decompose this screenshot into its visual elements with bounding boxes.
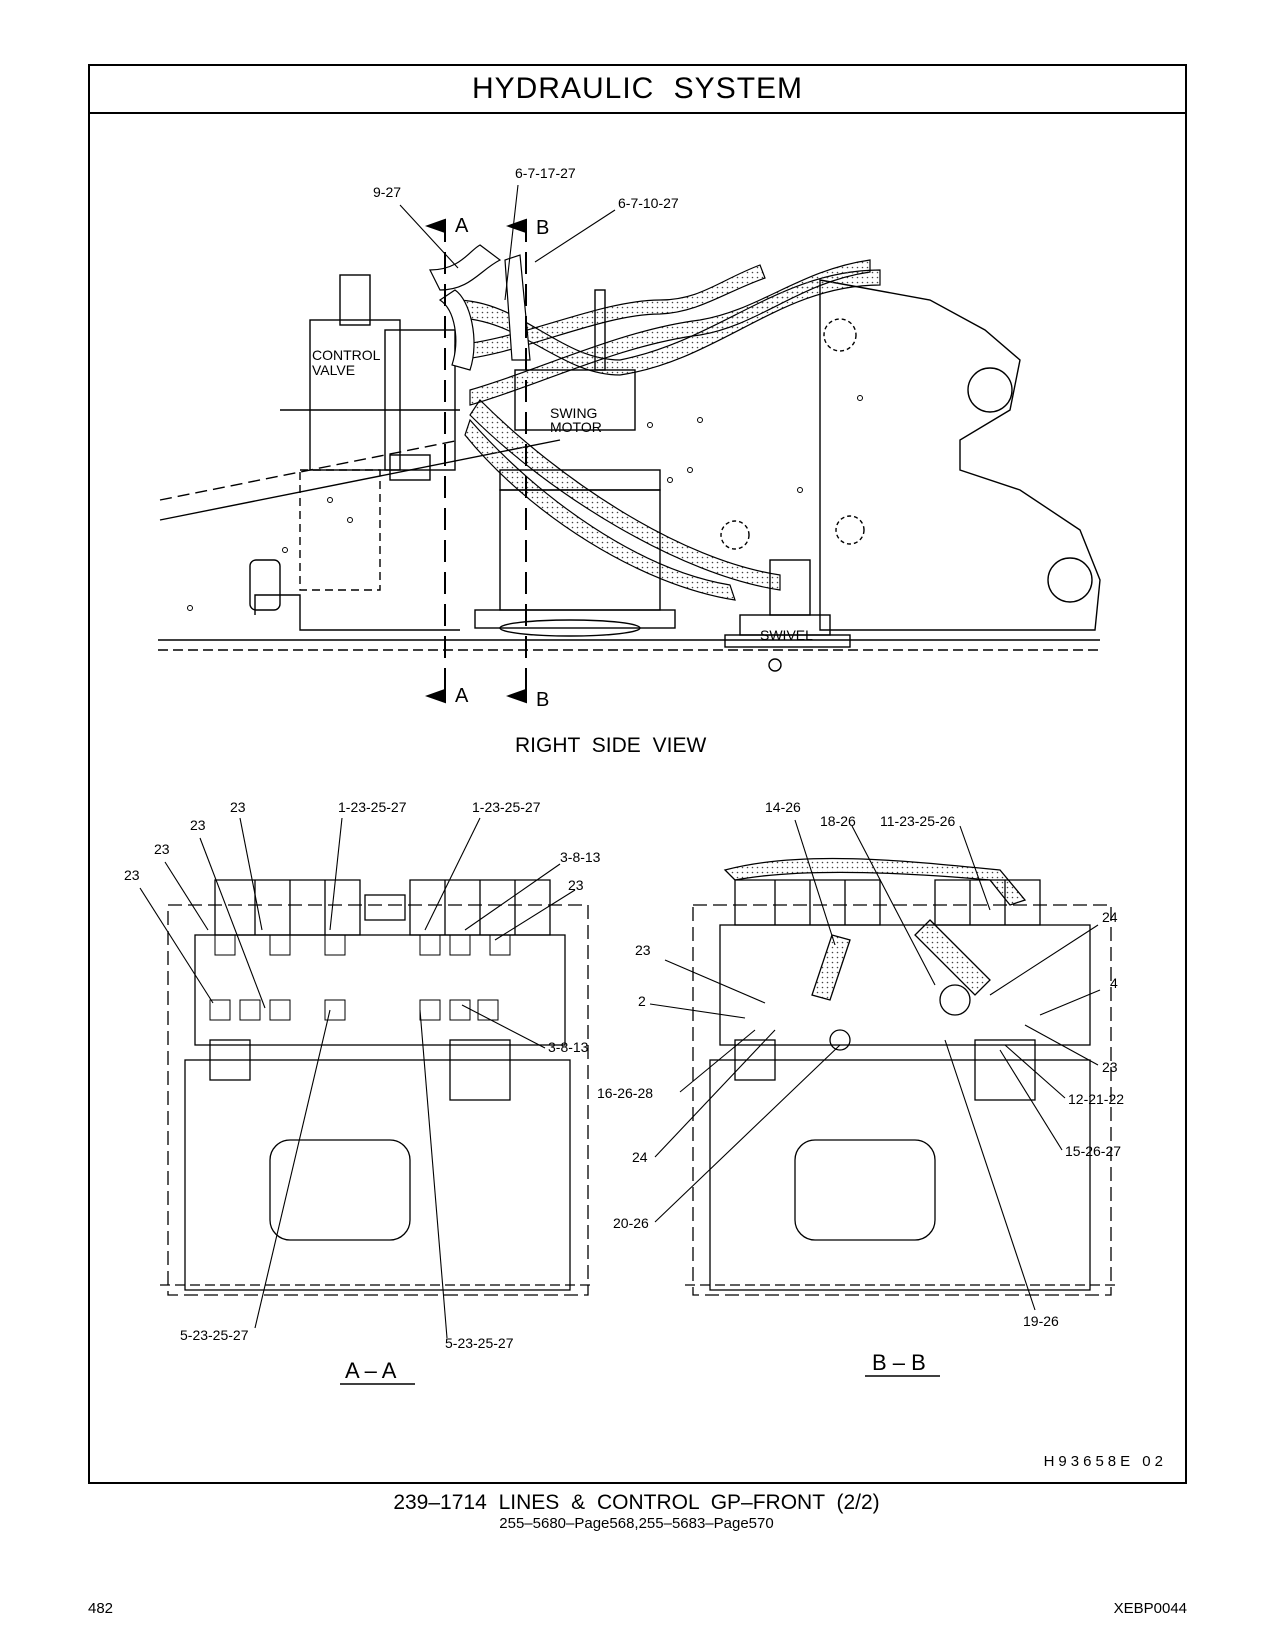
aa-callout-23-e: 23 <box>568 877 584 893</box>
section-marker-a-top: A <box>455 215 469 237</box>
bb-callout-23-right: 23 <box>1102 1059 1118 1075</box>
control-valve-label-line2: VALVE <box>312 362 355 378</box>
bb-callout-24-left: 24 <box>632 1149 648 1165</box>
bb-callout-20-26: 20-26 <box>613 1215 649 1231</box>
section-aa-leaders <box>139 817 576 1339</box>
figure-subcaption: 255–5680–Page568,255–5683–Page570 <box>499 1515 774 1532</box>
right-side-view-caption: RIGHT SIDE VIEW <box>515 734 706 757</box>
section-aa-view <box>160 879 595 1296</box>
aa-callout-3-8-13-bottom: 3-8-13 <box>548 1039 589 1055</box>
section-bb-view <box>685 857 1120 1296</box>
bb-callout-12-21-22: 12-21-22 <box>1068 1091 1124 1107</box>
page-title: HYDRAULIC SYSTEM <box>90 66 1185 114</box>
section-lines <box>424 218 527 704</box>
aa-callout-3-8-13-top: 3-8-13 <box>560 849 601 865</box>
bb-callout-2: 2 <box>638 993 646 1009</box>
section-aa-caption: A – A <box>345 1358 397 1383</box>
right-side-view <box>158 274 1101 672</box>
aa-callout-1-23-25-27-b: 1-23-25-27 <box>472 799 541 815</box>
figure-code: H93658E 02 <box>1043 1453 1167 1470</box>
swing-motor-label-line2: MOTOR <box>550 419 602 435</box>
side-view-leaders <box>399 184 616 301</box>
section-marker-a-bottom: A <box>455 685 469 707</box>
callout-9-27: 9-27 <box>373 184 401 200</box>
aa-callout-5-23-25-27-b: 5-23-25-27 <box>445 1335 514 1351</box>
callout-6-7-17-27: 6-7-17-27 <box>515 165 576 181</box>
bb-callout-23-left: 23 <box>635 942 651 958</box>
bb-callout-19-26: 19-26 <box>1023 1313 1059 1329</box>
swivel-label: SWIVEL <box>760 627 813 643</box>
document-code: XEBP0044 <box>1113 1600 1187 1617</box>
aa-callout-5-23-25-27-a: 5-23-25-27 <box>180 1327 249 1343</box>
bb-callout-16-26-28: 16-26-28 <box>597 1085 653 1101</box>
figure-caption: 239–1714 LINES & CONTROL GP–FRONT (2/2) <box>393 1491 880 1514</box>
aa-callout-1-23-25-27-a: 1-23-25-27 <box>338 799 407 815</box>
section-bb-leaders <box>649 819 1101 1311</box>
aa-callout-23-c: 23 <box>190 817 206 833</box>
callout-6-7-10-27: 6-7-10-27 <box>618 195 679 211</box>
aa-callout-23-b: 23 <box>154 841 170 857</box>
page-number: 482 <box>88 1600 114 1617</box>
control-valve-label-line1: CONTROL <box>312 347 381 363</box>
bb-callout-15-26-27: 15-26-27 <box>1065 1143 1121 1159</box>
bb-callout-4: 4 <box>1110 975 1118 991</box>
bb-callout-18-26: 18-26 <box>820 813 856 829</box>
hose-bundle <box>429 244 881 601</box>
aa-callout-23-d: 23 <box>230 799 246 815</box>
diagram-frame: HYDRAULIC SYSTEM H93658E 02 <box>88 64 1187 1484</box>
aa-callout-23-a: 23 <box>124 867 140 883</box>
section-bb-caption: B – B <box>872 1350 926 1375</box>
section-marker-b-bottom: B <box>536 689 549 711</box>
bb-callout-11-23-25-26: 11-23-25-26 <box>880 813 955 829</box>
swing-motor-label-line1: SWING <box>550 405 597 421</box>
bb-callout-24-right: 24 <box>1102 909 1118 925</box>
bb-callout-14-26: 14-26 <box>765 799 801 815</box>
section-marker-b-top: B <box>536 217 549 239</box>
